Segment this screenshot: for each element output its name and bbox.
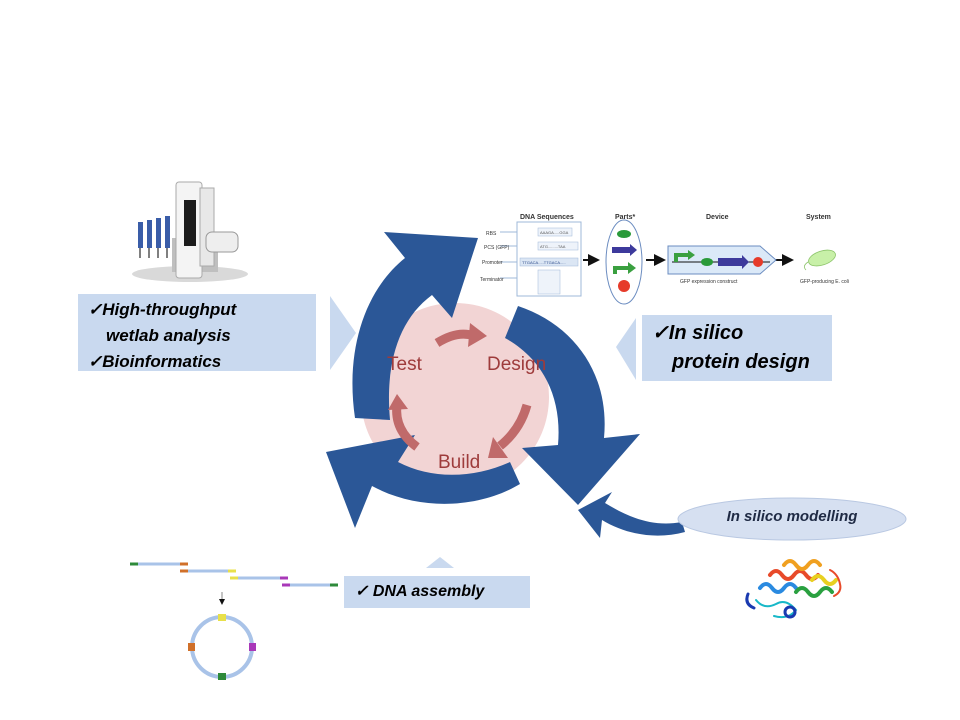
- cycle-arrow-right: [505, 306, 640, 505]
- callout-left-line1: High-throughput: [102, 300, 237, 319]
- modelling-label: In silico modelling: [726, 508, 858, 525]
- check-icon: ✓: [88, 352, 103, 371]
- cycle-arrow-bottom: [326, 435, 520, 528]
- hierarchy-row-pcs: PCS (GFP): [484, 245, 510, 251]
- synbio-hierarchy-panel: DNA Sequences Parts* Device System RBS P…: [480, 214, 849, 305]
- callout-design-methods: ✓In silico protein design: [642, 315, 832, 381]
- plasmid-circle-icon: [188, 614, 256, 680]
- hierarchy-header-system: System: [806, 214, 831, 221]
- cycle-arrow-top: [352, 232, 478, 420]
- outer-cycle-arrows: [326, 232, 685, 538]
- system-caption: GFP-producing E. coli: [800, 279, 849, 285]
- callout-build-methods: ✓ DNA assembly: [344, 576, 530, 608]
- modelling-ellipse: [677, 497, 907, 541]
- device-caption: GFP expression construct: [680, 279, 738, 285]
- hierarchy-header-device: Device: [706, 214, 729, 221]
- callout-bottom-text: DNA assembly: [372, 583, 485, 600]
- callout-left-pointer: [330, 296, 356, 370]
- hierarchy-row-promoter: Promoter: [482, 260, 503, 266]
- seq-promoter: TTGACA.....TTGACA.....: [522, 260, 566, 265]
- dna-fragments-icon: [130, 562, 338, 605]
- protein-structure-icon: [745, 559, 842, 619]
- check-icon: ✓: [88, 300, 103, 319]
- seq-rbs: AAAGA.....GGA: [540, 230, 569, 235]
- callout-right-line1: In silico: [668, 322, 744, 344]
- hierarchy-header-parts: Parts*: [615, 214, 636, 221]
- liquid-handler-robot-icon: [132, 181, 248, 282]
- callout-left-line2: wetlab analysis: [106, 326, 231, 345]
- hierarchy-header-dna: DNA Sequences: [520, 214, 574, 221]
- callout-right-line2: protein design: [672, 351, 810, 373]
- callout-test-methods: ✓High-throughput wetlab analysis ✓Bioinf…: [78, 294, 316, 371]
- check-icon: ✓: [355, 583, 369, 600]
- hierarchy-row-terminator: Terminator: [480, 277, 504, 283]
- cycle-label-design: Design: [487, 354, 547, 375]
- cycle-label-build: Build: [438, 452, 481, 473]
- callout-left-line3: Bioinformatics: [102, 352, 222, 371]
- hierarchy-row-rbs: RBS: [486, 231, 497, 237]
- inner-arrowheads: [388, 323, 508, 458]
- callout-bottom-pointer: [426, 557, 454, 568]
- modelling-arrow: [578, 492, 685, 538]
- cycle-label-test: Test: [387, 354, 422, 375]
- callout-right-pointer: [616, 318, 636, 380]
- seq-pcs: ATG.........TAA: [540, 244, 566, 249]
- check-icon: ✓: [652, 322, 669, 344]
